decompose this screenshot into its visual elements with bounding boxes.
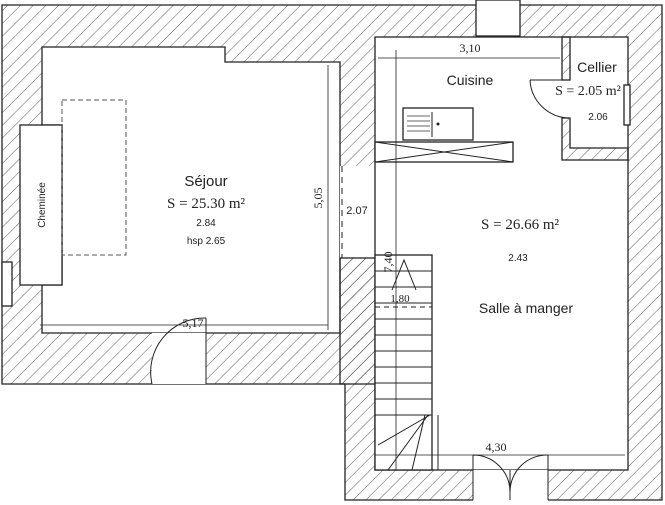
sink-drainer: [407, 115, 430, 132]
window-right: [623, 84, 631, 126]
entrance-door[interactable]: [150, 317, 207, 385]
height-salle: 2.43: [508, 253, 528, 264]
label-salle: Salle à manger: [479, 300, 574, 316]
dim-sejour-width: 5,17: [183, 316, 204, 330]
hsp-sejour: hsp 2.65: [187, 236, 226, 247]
dimension-lines: [40, 50, 625, 470]
label-cheminee: Cheminée: [37, 182, 48, 228]
room-cheminee: [19, 124, 63, 286]
window-left: [1, 261, 13, 307]
dim-sejour-depth: 5,05: [311, 188, 325, 209]
dim-cuisine-width: 3,10: [460, 41, 481, 55]
passage: [340, 166, 376, 258]
staircase[interactable]: [374, 254, 439, 471]
cellier-door[interactable]: [529, 79, 571, 119]
area-salle: S = 26.66 m²: [481, 217, 559, 233]
label-cellier: Cellier: [577, 59, 617, 75]
fireplace-hearth: [61, 99, 127, 256]
dim-salle-width: 4,30: [486, 440, 507, 454]
height-cellier: 2.06: [588, 112, 608, 123]
room-sejour: [41, 46, 341, 334]
dim-total-depth: 7,40: [381, 252, 395, 273]
area-cellier: S = 2.05 m²: [555, 84, 621, 99]
area-sejour: S = 25.30 m²: [167, 196, 245, 212]
dim-stair-width: 1,80: [390, 293, 410, 305]
label-cuisine: Cuisine: [447, 72, 494, 88]
chimney-stack: [475, 0, 521, 37]
height-sejour: 2.84: [196, 218, 216, 229]
stair-wall: [339, 257, 377, 385]
height-passage: 2.07: [346, 205, 367, 217]
cellier-wall-a: [561, 36, 571, 81]
entrance-door-opening: [152, 333, 206, 384]
label-sejour: Séjour: [184, 173, 227, 190]
garden-door[interactable]: [472, 454, 549, 500]
